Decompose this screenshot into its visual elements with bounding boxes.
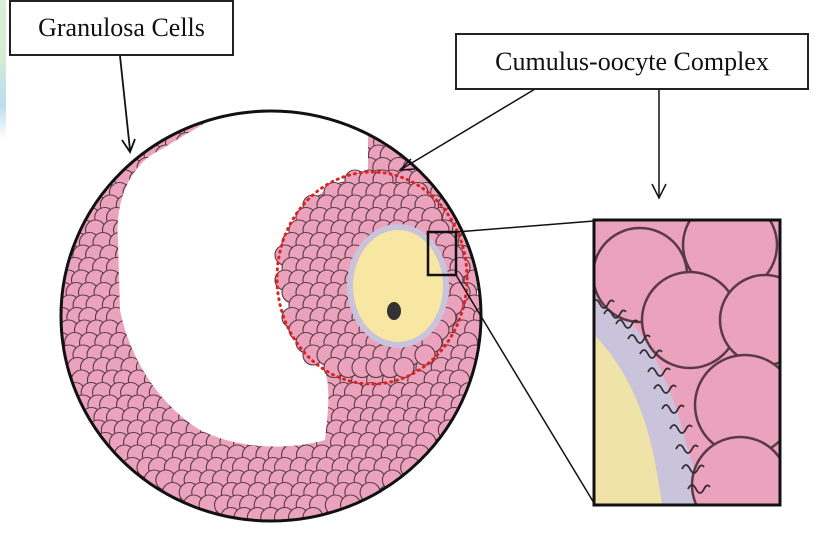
oocyte-nucleus [387, 302, 401, 320]
microvillus [669, 424, 693, 434]
microvillus [687, 484, 711, 494]
microvillus [615, 319, 639, 329]
granulosa-cells-label: Granulosa Cells [9, 0, 234, 56]
microvillus [647, 367, 671, 377]
magnify-region-box [426, 230, 458, 277]
magnified-inset [592, 218, 782, 507]
magnify-line-bottom [455, 274, 595, 504]
cumulus-arrowhead [398, 158, 416, 171]
cell [414, 344, 436, 366]
cell [393, 356, 415, 379]
slide-edge-decoration [0, 0, 6, 140]
granulosa-arrowhead [121, 138, 136, 154]
antrum [117, 112, 368, 447]
cumulus-oocyte-complex-label: Cumulus-oocyte Complex [455, 33, 809, 90]
inset-oocyte [594, 335, 662, 505]
microvillus [661, 404, 685, 414]
microvillus [675, 444, 699, 454]
inset-cells [594, 220, 780, 505]
cell [718, 273, 780, 367]
microvillus [627, 334, 651, 344]
microvillus [639, 349, 663, 359]
microvillus [594, 299, 615, 309]
microvillus [681, 464, 705, 474]
microvillus [653, 384, 677, 394]
cumulus-dotted-outline [275, 170, 469, 386]
microvillus [603, 309, 627, 319]
cumulus-arrow-line [399, 85, 541, 171]
inset-arrowhead [651, 183, 667, 200]
oocyte [353, 230, 443, 342]
granulosa-arrow-line [119, 55, 131, 151]
magnify-line-top [455, 220, 595, 233]
inset-microvilli [594, 299, 711, 494]
